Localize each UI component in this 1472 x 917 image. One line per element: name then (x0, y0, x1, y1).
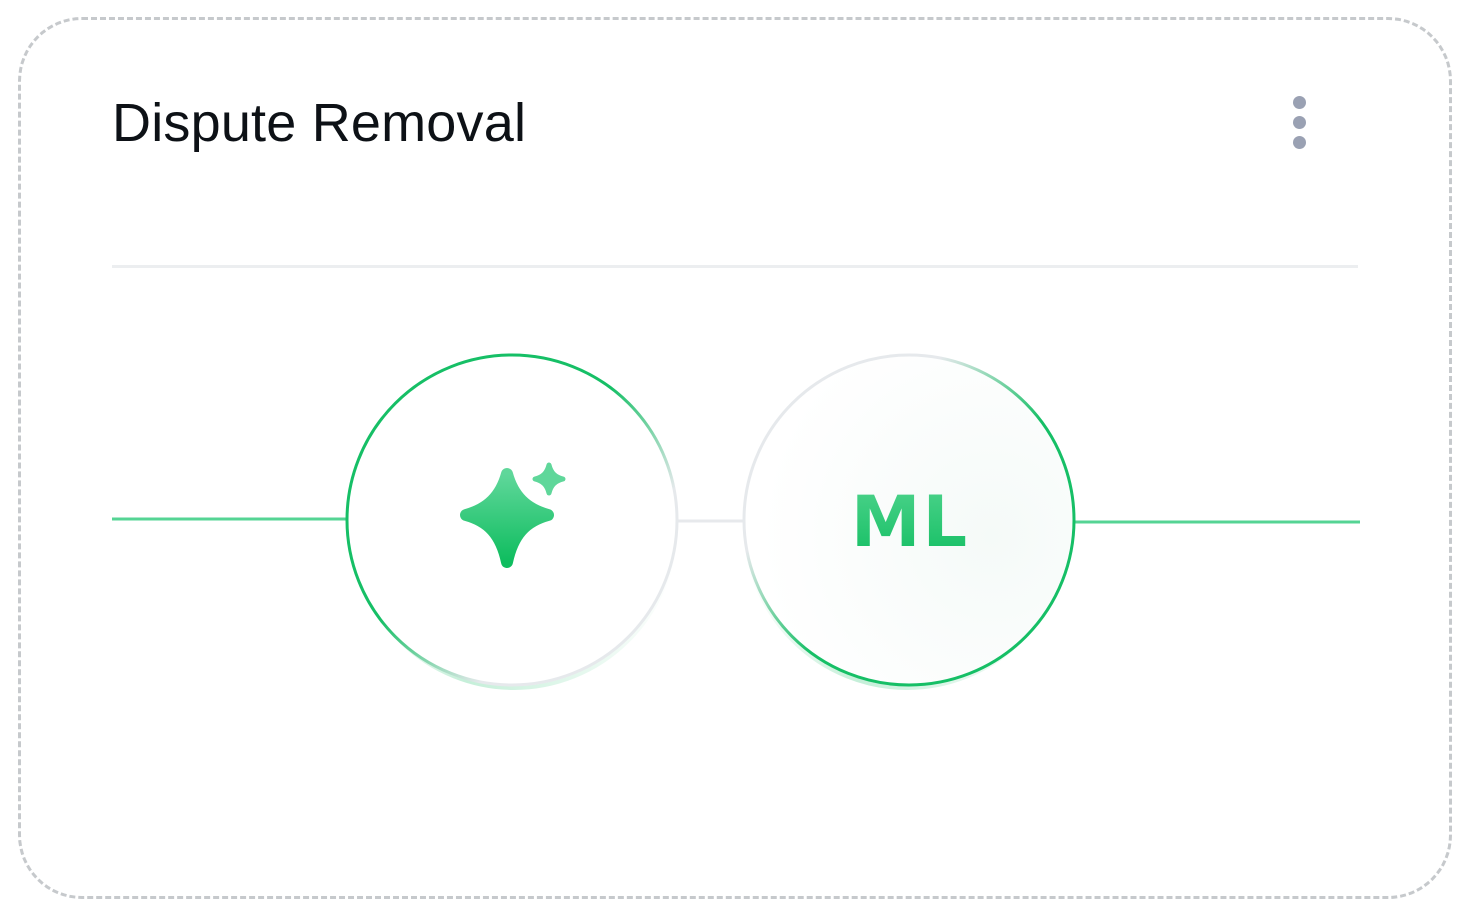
header-divider (112, 265, 1358, 268)
dispute-removal-card (18, 17, 1452, 899)
more-vertical-icon (1292, 95, 1306, 109)
more-vertical-icon-dot (1292, 115, 1306, 129)
flow-node-ml (742, 353, 1076, 690)
more-vertical-icon-dot (1292, 135, 1306, 149)
more-options-button[interactable] (1280, 88, 1318, 156)
sparkle-icon (460, 468, 554, 568)
flow-node-sparkle (345, 353, 679, 690)
ml-node-label: ML (800, 482, 1020, 562)
card-title: Dispute Removal (112, 93, 527, 153)
